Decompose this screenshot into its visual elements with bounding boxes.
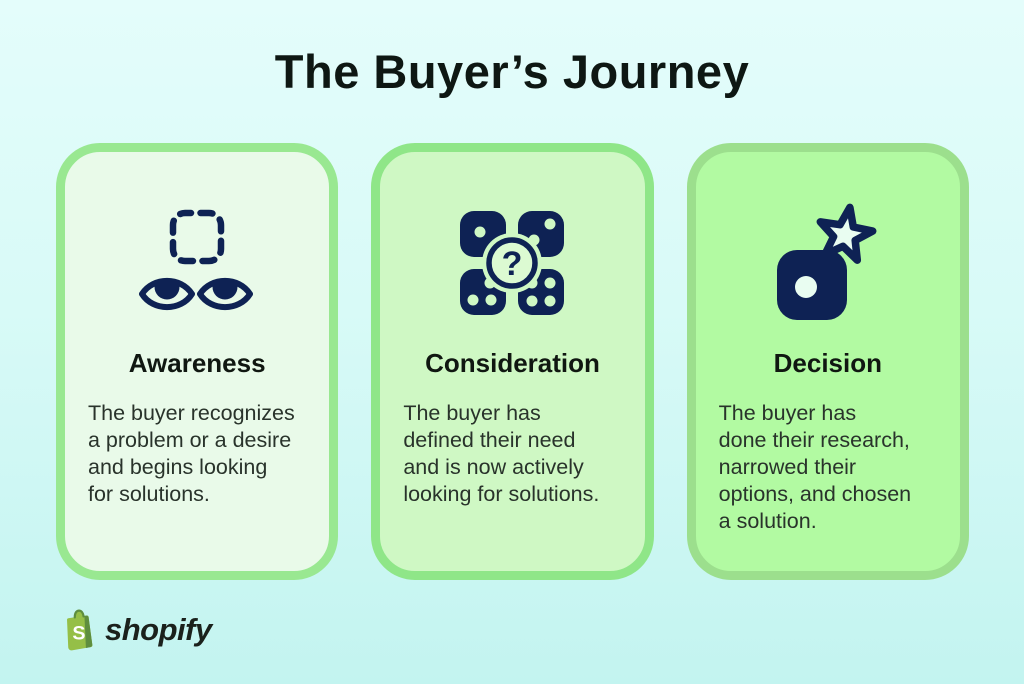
shopify-bag-icon: S xyxy=(67,609,93,651)
page-title: The Buyer’s Journey xyxy=(274,45,750,98)
decision-box-star-icon xyxy=(772,202,884,324)
stage-description-decision: The buyer has done their research, narro… xyxy=(718,401,912,533)
shopify-bag-letter: S xyxy=(72,622,85,644)
shopify-logo: S shopify xyxy=(60,608,212,652)
stage-description-awareness: The buyer recognizes a problem or a desi… xyxy=(88,401,295,506)
card-awareness: Awareness The buyer recognizes a problem… xyxy=(56,143,339,580)
card-decision: Decision The buyer has done their resear… xyxy=(686,143,969,580)
card-consideration: ? Consideration The buyer has defined th… xyxy=(371,143,654,580)
question-mark-glyph: ? xyxy=(502,245,523,283)
stage-cards-row: Awareness The buyer recognizes a problem… xyxy=(56,143,969,580)
stage-description-consideration: The buyer has defined their need and is … xyxy=(403,401,600,506)
shopify-wordmark: shopify xyxy=(105,612,212,647)
stage-name-decision: Decision xyxy=(773,348,882,378)
consideration-dice-question-icon: ? xyxy=(460,202,565,324)
stage-name-awareness: Awareness xyxy=(128,348,266,378)
stage-name-consideration: Consideration xyxy=(425,348,600,378)
awareness-eyes-icon xyxy=(127,202,267,324)
